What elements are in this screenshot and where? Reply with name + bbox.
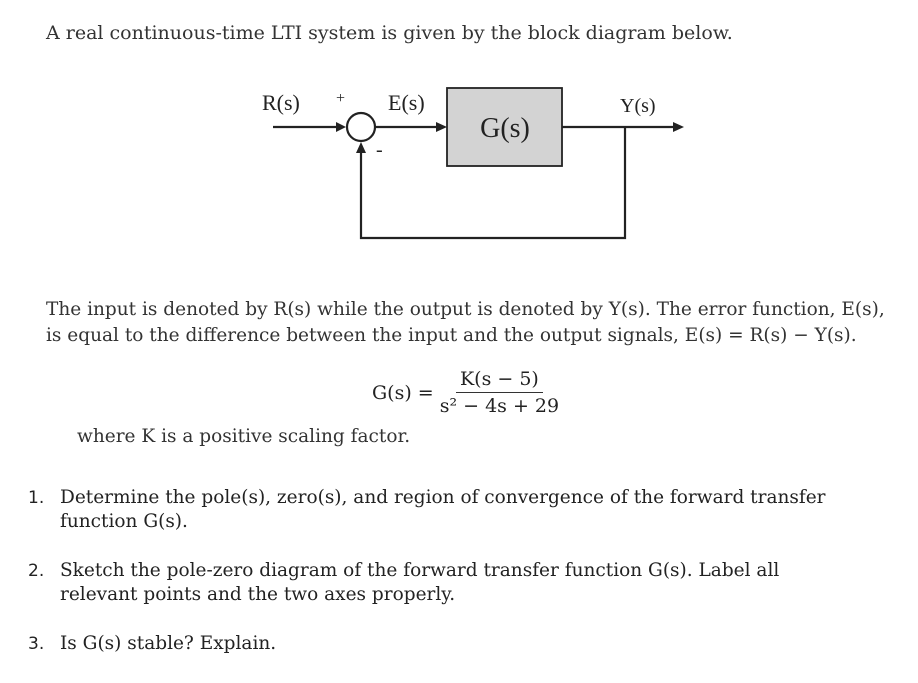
question-number: 2. xyxy=(28,561,45,581)
equation-fraction: K(s − 5) s² − 4s + 29 xyxy=(440,368,559,417)
description-line-2: is equal to the difference between the i… xyxy=(46,325,857,346)
plus-sign: + xyxy=(336,90,345,107)
question-item: 1. Determine the pole(s), zero(s), and r… xyxy=(28,486,848,534)
output-label: Y(s) xyxy=(620,95,656,117)
input-arrow-head xyxy=(336,122,346,132)
question-item: 2. Sketch the pole-zero diagram of the f… xyxy=(28,559,848,607)
error-arrow-head xyxy=(436,122,447,132)
summing-junction xyxy=(345,111,377,143)
input-label: R(s) xyxy=(262,90,300,115)
question-text: Is G(s) stable? Explain. xyxy=(60,633,277,654)
description-paragraph: The input is denoted by R(s) while the o… xyxy=(46,297,906,349)
question-text: Determine the pole(s), zero(s), and regi… xyxy=(60,487,826,532)
output-arrow-head xyxy=(673,122,684,132)
minus-sign: - xyxy=(376,139,383,161)
description-line-1: The input is denoted by R(s) while the o… xyxy=(46,299,885,320)
equation-numerator: K(s − 5) xyxy=(455,368,543,393)
question-number: 1. xyxy=(28,488,45,508)
question-number: 3. xyxy=(28,634,45,654)
block-label: G(s) xyxy=(480,113,530,144)
equation-denominator: s² − 4s + 29 xyxy=(439,395,560,417)
transfer-function-equation: G(s) = K(s − 5) s² − 4s + 29 xyxy=(372,368,559,417)
equation-lhs: G(s) = xyxy=(372,381,434,404)
transfer-function-block xyxy=(446,87,563,167)
error-label: E(s) xyxy=(388,90,425,115)
feedback-path xyxy=(359,127,627,240)
block-diagram: G(s) R(s) + E(s) Y(s) - xyxy=(262,87,684,240)
question-text: Sketch the pole-zero diagram of the forw… xyxy=(60,560,780,605)
question-item: 3. Is G(s) stable? Explain. xyxy=(28,632,848,656)
where-text: where K is a positive scaling factor. xyxy=(77,426,411,447)
feedback-arrow-head xyxy=(356,142,366,153)
question-list: 1. Determine the pole(s), zero(s), and r… xyxy=(28,486,848,681)
intro-text: A real continuous-time LTI system is giv… xyxy=(46,22,733,44)
